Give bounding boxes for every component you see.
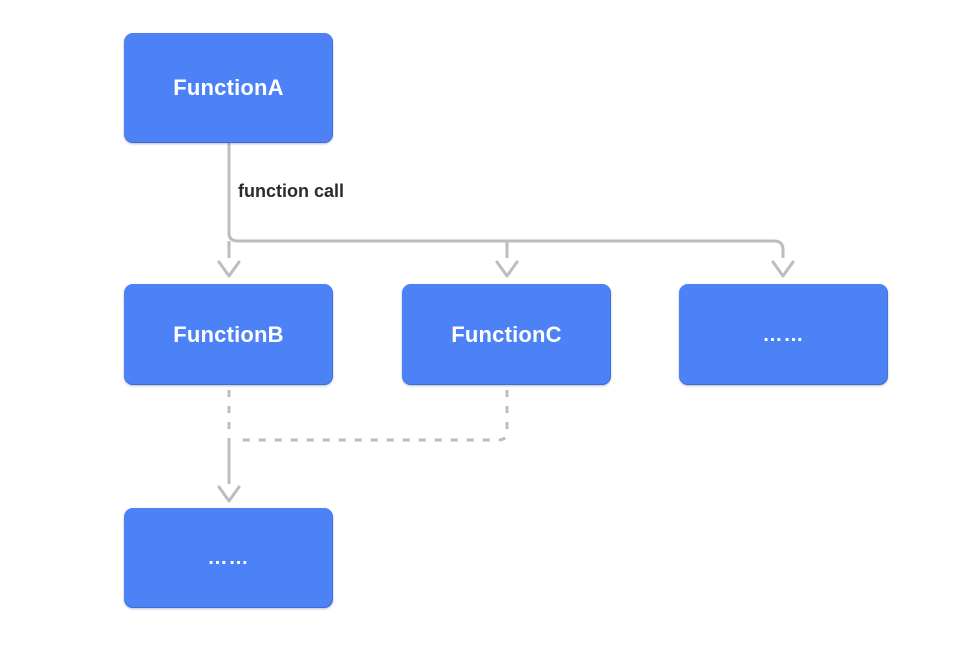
node-more-children-label: ……	[207, 547, 250, 569]
node-function-c-label: FunctionC	[451, 321, 562, 347]
node-function-b[interactable]: FunctionB	[124, 284, 333, 385]
edge-label-function-call: function call	[238, 181, 345, 201]
node-function-a-label: FunctionA	[173, 75, 284, 100]
node-function-a[interactable]: FunctionA	[124, 33, 333, 143]
node-more-children[interactable]: ……	[124, 508, 333, 608]
arrowhead-to-more-siblings	[771, 260, 795, 278]
arrowhead-to-function-b	[217, 260, 241, 278]
node-more-siblings-label: ……	[762, 323, 805, 346]
arrowhead-to-more-children	[217, 485, 241, 503]
node-more-siblings[interactable]: ……	[679, 284, 888, 385]
edge-bus-horizontal	[227, 232, 785, 258]
node-function-c[interactable]: FunctionC	[402, 284, 611, 385]
edge-dashed-from-function-c	[238, 390, 509, 442]
arrowhead-to-function-c	[495, 260, 519, 278]
node-function-b-label: FunctionB	[173, 321, 284, 347]
